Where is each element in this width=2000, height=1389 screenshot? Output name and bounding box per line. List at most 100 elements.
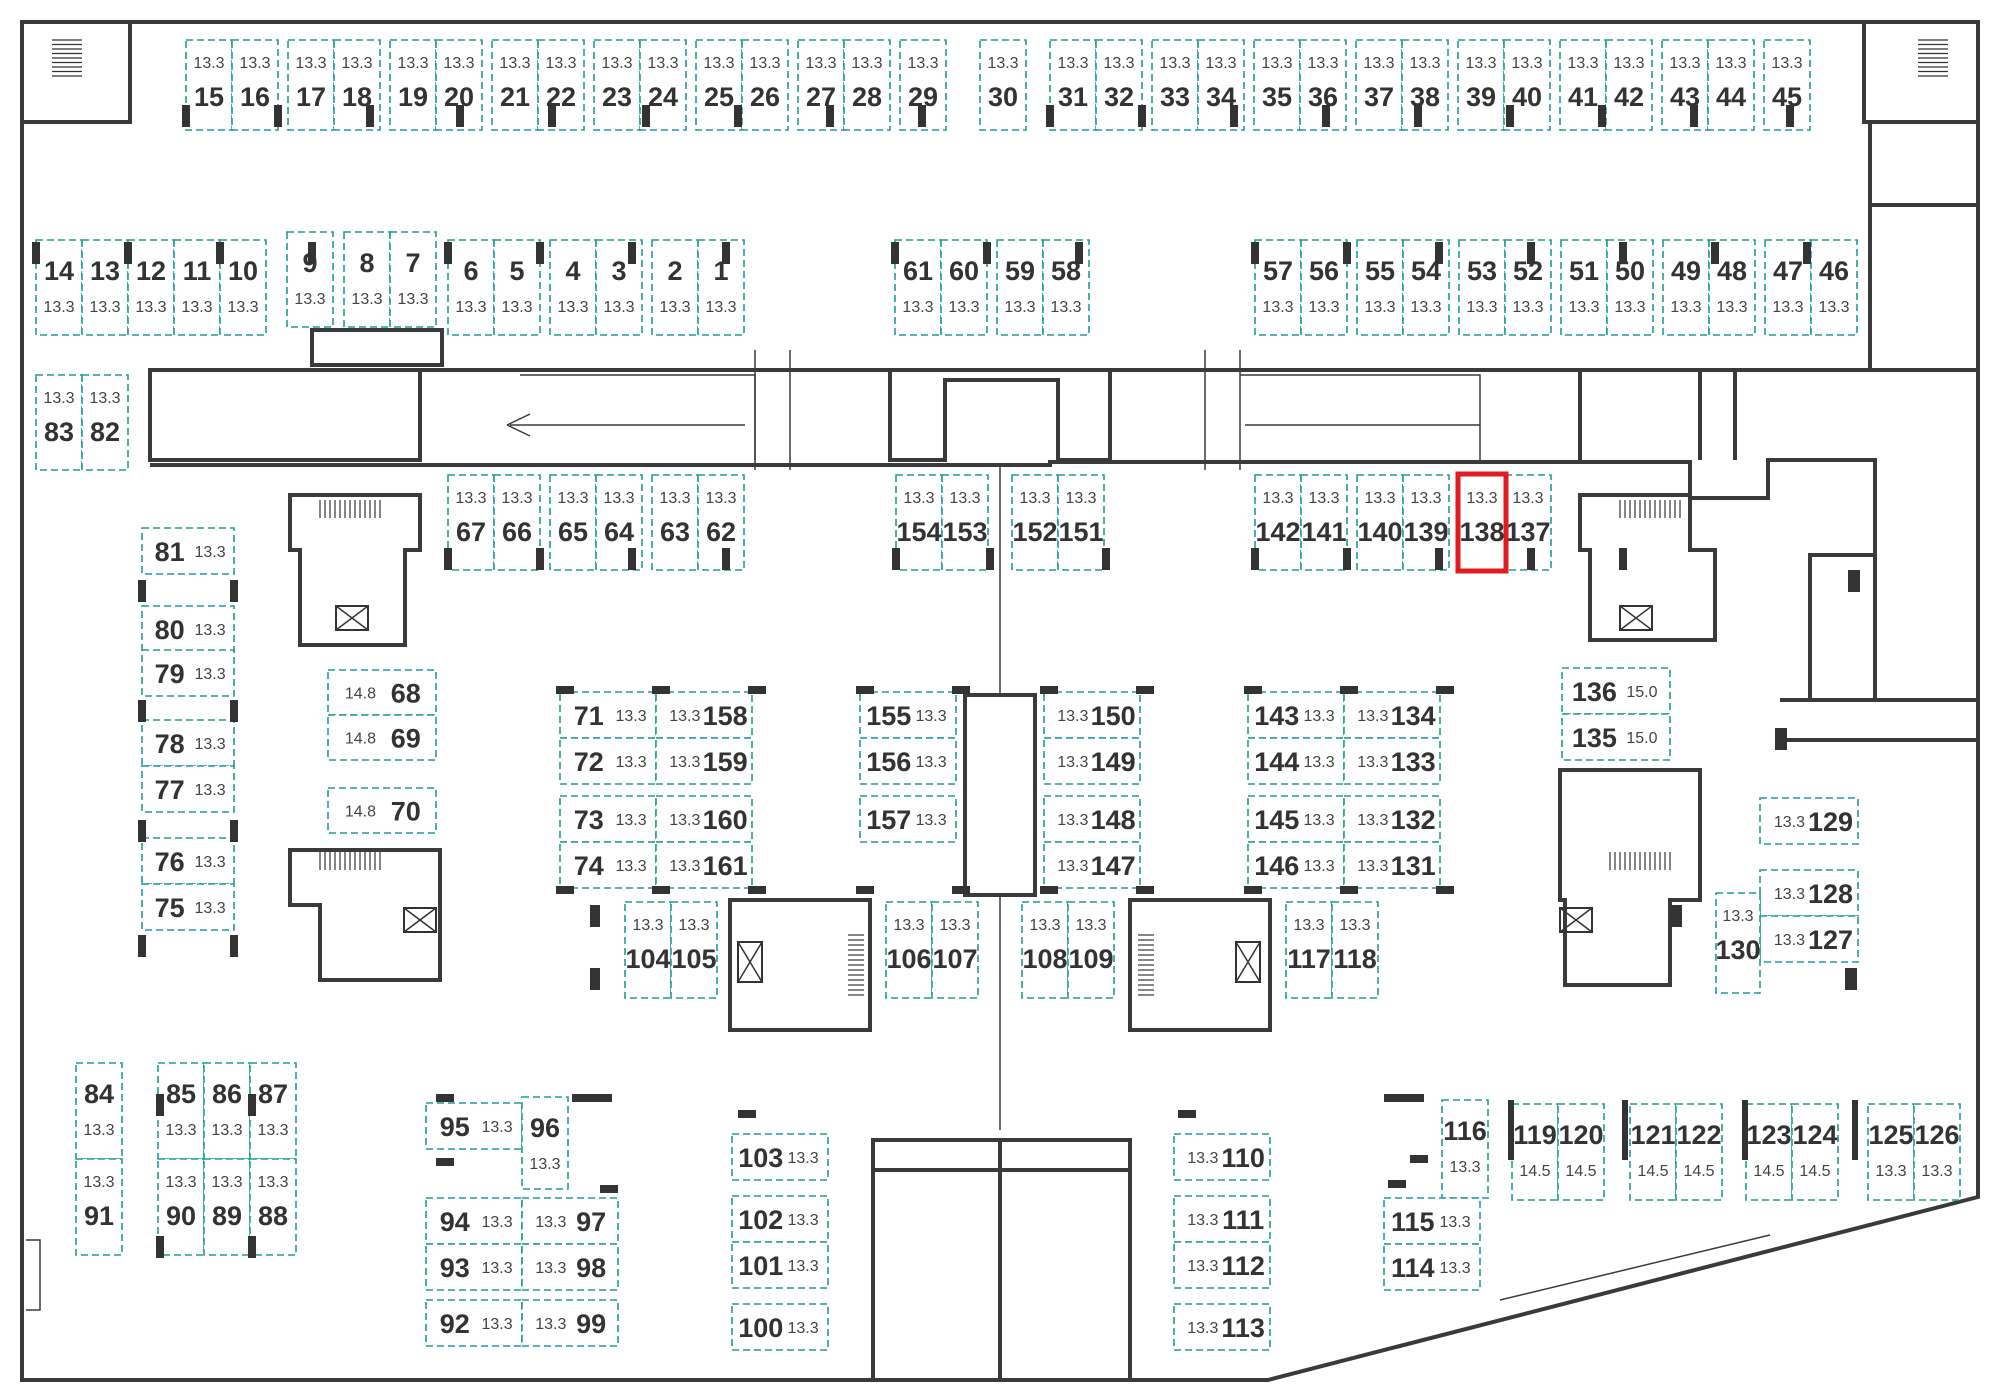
parking-spot-78[interactable]: 13.378: [141, 719, 235, 767]
spot-outline[interactable]: [931, 901, 979, 999]
spot-outline[interactable]: [624, 901, 672, 999]
spot-outline[interactable]: [1067, 901, 1115, 999]
spot-outline[interactable]: [1511, 1103, 1559, 1201]
spot-outline[interactable]: [327, 669, 437, 716]
spot-outline[interactable]: [1715, 892, 1761, 994]
spot-outline[interactable]: [249, 1062, 297, 1160]
spot-outline[interactable]: [389, 39, 437, 131]
parking-spot-87[interactable]: 13.387: [249, 1062, 297, 1160]
spot-outline[interactable]: [1247, 737, 1345, 785]
spot-outline[interactable]: [521, 1096, 569, 1190]
spot-outline[interactable]: [1253, 39, 1301, 131]
spot-outline[interactable]: [1605, 39, 1653, 131]
spot-outline[interactable]: [157, 1062, 205, 1160]
parking-spot-72[interactable]: 13.372: [559, 737, 657, 785]
spot-outline[interactable]: [731, 1241, 829, 1289]
spot-outline[interactable]: [1383, 1197, 1481, 1245]
spot-outline[interactable]: [559, 841, 657, 889]
spot-outline[interactable]: [941, 474, 989, 571]
spot-outline[interactable]: [75, 1062, 123, 1160]
spot-outline[interactable]: [141, 883, 235, 931]
spot-outline[interactable]: [1021, 901, 1069, 999]
parking-spot-94[interactable]: 13.394: [425, 1197, 523, 1245]
parking-spot-5[interactable]: 13.35: [493, 239, 541, 336]
parking-spot-83[interactable]: 13.383: [35, 374, 83, 471]
spot-outline[interactable]: [731, 1303, 829, 1351]
spot-outline[interactable]: [731, 1133, 829, 1181]
parking-spot-21[interactable]: 13.321: [491, 39, 539, 131]
parking-spot-30[interactable]: 13.330: [979, 39, 1027, 131]
parking-spot-23[interactable]: 13.323: [593, 39, 641, 131]
parking-spot-13[interactable]: 13.313: [81, 239, 129, 336]
spot-outline[interactable]: [203, 1062, 251, 1160]
parking-spot-39[interactable]: 13.339: [1457, 39, 1505, 131]
spot-outline[interactable]: [1095, 39, 1143, 131]
spot-outline[interactable]: [141, 765, 235, 813]
spot-outline[interactable]: [1343, 737, 1441, 785]
spot-outline[interactable]: [595, 474, 643, 571]
spot-outline[interactable]: [1151, 39, 1199, 131]
spot-outline[interactable]: [537, 39, 585, 131]
parking-spot-96[interactable]: 13.396: [521, 1096, 569, 1190]
parking-spot-61[interactable]: 13.361: [894, 239, 942, 336]
spot-outline[interactable]: [141, 719, 235, 767]
spot-outline[interactable]: [1606, 239, 1654, 336]
spot-outline[interactable]: [389, 231, 437, 328]
parking-spot-80[interactable]: 13.380: [141, 605, 235, 653]
parking-spot-75[interactable]: 13.375: [141, 883, 235, 931]
parking-spot-38[interactable]: 13.338: [1401, 39, 1449, 131]
spot-outline[interactable]: [1043, 737, 1141, 785]
spot-outline[interactable]: [75, 1158, 123, 1256]
parking-spot-14[interactable]: 13.314: [35, 239, 83, 336]
parking-spot-49[interactable]: 13.349: [1662, 239, 1710, 336]
parking-spot-6[interactable]: 13.36: [447, 239, 495, 336]
spot-outline[interactable]: [697, 474, 745, 571]
spot-outline[interactable]: [1662, 239, 1710, 336]
parking-spot-10[interactable]: 13.310: [219, 239, 267, 336]
spot-outline[interactable]: [894, 239, 942, 336]
spot-outline[interactable]: [1810, 239, 1858, 336]
spot-outline[interactable]: [559, 795, 657, 843]
parking-spot-82[interactable]: 13.382: [81, 374, 129, 471]
spot-outline[interactable]: [249, 1158, 297, 1256]
spot-outline[interactable]: [655, 737, 753, 785]
spot-outline[interactable]: [203, 1158, 251, 1256]
spot-outline[interactable]: [141, 527, 235, 575]
parking-spot-50[interactable]: 13.350: [1606, 239, 1654, 336]
spot-outline[interactable]: [1759, 797, 1859, 845]
parking-spot-32[interactable]: 13.332: [1095, 39, 1143, 131]
parking-spot-74[interactable]: 13.374: [559, 841, 657, 889]
spot-outline[interactable]: [741, 39, 789, 131]
parking-spot-42[interactable]: 13.342: [1605, 39, 1653, 131]
parking-spot-12[interactable]: 13.312: [127, 239, 175, 336]
spot-outline[interactable]: [81, 239, 129, 336]
parking-spot-59[interactable]: 13.359: [996, 239, 1044, 336]
spot-outline[interactable]: [859, 691, 957, 739]
parking-spot-76[interactable]: 13.376: [141, 837, 235, 885]
spot-outline[interactable]: [549, 474, 597, 571]
